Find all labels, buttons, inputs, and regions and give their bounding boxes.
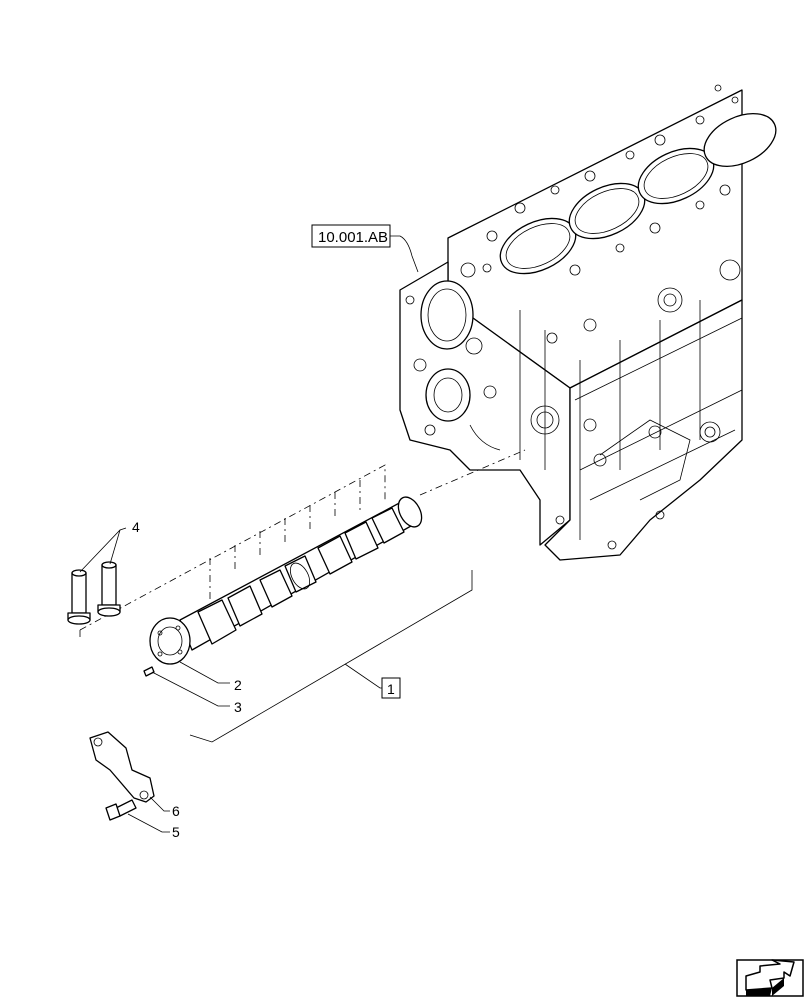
bolt bbox=[105, 799, 137, 821]
camshaft-flange bbox=[149, 617, 191, 665]
item-box bbox=[381, 677, 401, 699]
engine-block bbox=[399, 84, 777, 561]
callout-5: 5 bbox=[172, 824, 180, 840]
reference-callout: 10.001.AB bbox=[311, 224, 419, 273]
callout-2: 2 bbox=[234, 677, 242, 693]
item-box-label: 1 bbox=[387, 681, 395, 697]
callout-6: 6 bbox=[172, 803, 180, 819]
callout-4: 4 bbox=[132, 519, 140, 535]
thrust-bracket bbox=[89, 731, 155, 803]
leader-lines bbox=[79, 527, 473, 833]
alignment-lines bbox=[79, 449, 526, 640]
reference-label: 10.001.AB bbox=[318, 229, 388, 246]
callout-3: 3 bbox=[234, 699, 242, 715]
navigation-arrow-icon[interactable] bbox=[736, 959, 804, 997]
camshaft bbox=[149, 496, 423, 665]
dowel-pin bbox=[143, 666, 155, 677]
tappets bbox=[67, 561, 121, 625]
